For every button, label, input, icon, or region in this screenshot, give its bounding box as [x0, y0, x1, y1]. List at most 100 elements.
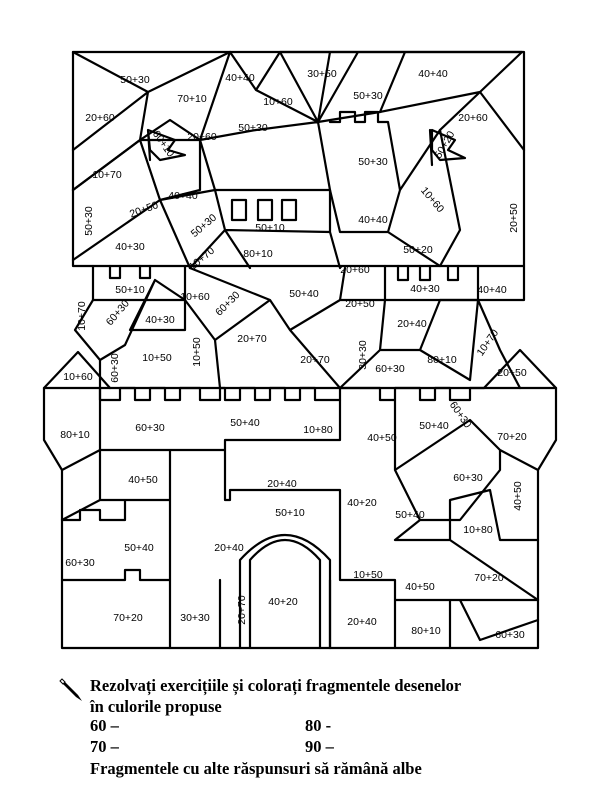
exercise-label: 50+30 — [189, 212, 219, 240]
exercise-label: 50+20 — [403, 244, 433, 256]
lower-lines — [60, 386, 540, 650]
exercise-label: 70+20 — [474, 572, 504, 584]
exercise-label: 40+30 — [410, 283, 440, 295]
exercise-label: 50+40 — [230, 417, 260, 429]
exercise-label: 10+50 — [191, 337, 203, 367]
exercise-label: 20+50 — [128, 199, 160, 220]
exercise-label: 60+30 — [65, 557, 95, 569]
exercise-label: 10+70 — [76, 301, 88, 331]
left-cone-lines — [71, 118, 217, 270]
key-70: 70 – — [90, 737, 119, 756]
instruction-line-1: Rezolvați exercițiile și colorați fragme… — [90, 676, 462, 695]
key-90: 90 – — [305, 737, 334, 756]
exercise-label: 50+10 — [115, 284, 145, 296]
exercise-label: 50+30 — [83, 206, 95, 236]
exercise-label: 20+40 — [347, 616, 377, 628]
exercise-label: 50+40 — [289, 288, 319, 300]
exercise-label: 40+20 — [268, 596, 298, 608]
exercise-label: 50+40 — [419, 420, 449, 432]
exercise-label: 50+20 — [432, 129, 457, 161]
exercise-label: 20+40 — [214, 542, 244, 554]
castle-coloring-page: 50+30 40+40 30+50 40+40 70+10 10+60 50+30 20+60… — [42, 50, 558, 650]
exercise-label: 80+10 — [243, 248, 273, 260]
exercise-label: 10+50 — [142, 352, 172, 364]
pencil-icon — [59, 678, 82, 701]
exercise-label: 40+40 — [358, 214, 388, 226]
exercise-label: 20+40 — [267, 478, 297, 490]
right-tower-lines — [328, 110, 462, 268]
exercise-label: 20+40 — [397, 318, 427, 330]
exercise-label: 20+60 — [340, 264, 370, 276]
exercise-label: 20+60 — [458, 112, 488, 124]
exercise-label: 20+50 — [508, 203, 520, 233]
exercise-label: 40+40 — [418, 68, 448, 80]
exercise-label: 10+80 — [463, 524, 493, 536]
key-80: 80 - — [305, 716, 332, 735]
middle-lines — [73, 264, 526, 390]
exercise-label: 20+70 — [237, 333, 267, 345]
exercise-label: 60+30 — [213, 289, 242, 318]
exercise-label: 50+30 — [358, 156, 388, 168]
exercise-label: 60+30 — [375, 363, 405, 375]
exercise-label: 50+10 — [275, 507, 305, 519]
flag-right — [428, 128, 467, 167]
exercise-label: 50+30 — [353, 90, 383, 102]
gate-arch — [238, 534, 332, 650]
keep-window-1 — [230, 198, 248, 222]
turret-lines — [91, 264, 480, 302]
exercise-label: 80+10 — [411, 625, 441, 637]
keep-lines — [188, 120, 342, 270]
exercise-label: 20+70 — [300, 354, 330, 366]
exercise-label: 20+50 — [345, 298, 375, 310]
exercise-label: 70+10 — [177, 93, 207, 105]
exercise-label: 50+30 — [120, 74, 150, 86]
exercise-label: 40+50 — [128, 474, 158, 486]
exercise-label: 30+30 — [180, 612, 210, 624]
exercise-label: 10+60 — [63, 371, 93, 383]
exercise-label: 40+20 — [347, 497, 377, 509]
exercise-label: 60+30 — [495, 629, 525, 641]
exercise-label: 10+70 — [187, 245, 217, 273]
exercise-label: 10+60 — [180, 291, 210, 303]
exercise-label: 80+10 — [427, 354, 457, 366]
exercise-label: 50+40 — [395, 509, 425, 521]
exercise-label: 40+50 — [512, 481, 524, 511]
exercise-label: 20+60 — [85, 112, 115, 124]
key-60: 60 – — [90, 716, 119, 735]
exercise-label: 10+60 — [418, 185, 446, 215]
exercise-label: 40+30 — [145, 314, 175, 326]
exercise-label: 70+20 — [113, 612, 143, 624]
exercise-label: 50+10 — [255, 222, 285, 234]
exercise-label: 20+60 — [187, 131, 217, 143]
keep-window-3 — [280, 198, 298, 222]
exercise-label: 60+30 — [135, 422, 165, 434]
exercise-label: 20+70 — [236, 595, 248, 625]
exercise-label: 40+50 — [367, 432, 397, 444]
exercise-label: 30+30 — [357, 340, 369, 370]
exercise-label: 20+50 — [497, 367, 527, 379]
exercise-label: 60+30 — [104, 298, 132, 328]
exercise-label: 50+30 — [238, 122, 268, 134]
castle-outline — [42, 386, 558, 650]
exercise-label: 70+20 — [497, 431, 527, 443]
sky-lines — [71, 50, 526, 192]
fragment-outlines — [42, 50, 558, 650]
exercise-label: 80+10 — [60, 429, 90, 441]
exercise-label: 10+50 — [353, 569, 383, 581]
exercise-label: 50+40 — [124, 542, 154, 554]
exercise-label: 30+50 — [307, 68, 337, 80]
exercise-label: 60+30 — [109, 353, 121, 383]
keep-window-2 — [256, 198, 274, 222]
instruction-line-2: în culorile propuse — [90, 697, 222, 716]
exercise-label: 40+40 — [168, 190, 198, 202]
footer-instruction: Fragmentele cu alte răspunsuri să rămână… — [90, 759, 422, 778]
exercise-label: 60+30 — [453, 472, 483, 484]
battlements — [98, 386, 486, 402]
exercise-label: 10+80 — [303, 424, 333, 436]
exercise-label: 10+60 — [263, 96, 293, 108]
exercise-label: 10+70 — [92, 169, 122, 181]
exercise-label: 40+50 — [405, 581, 435, 593]
flag-left — [146, 128, 187, 162]
exercise-label: 40+30 — [115, 241, 145, 253]
exercise-label: 40+40 — [225, 72, 255, 84]
